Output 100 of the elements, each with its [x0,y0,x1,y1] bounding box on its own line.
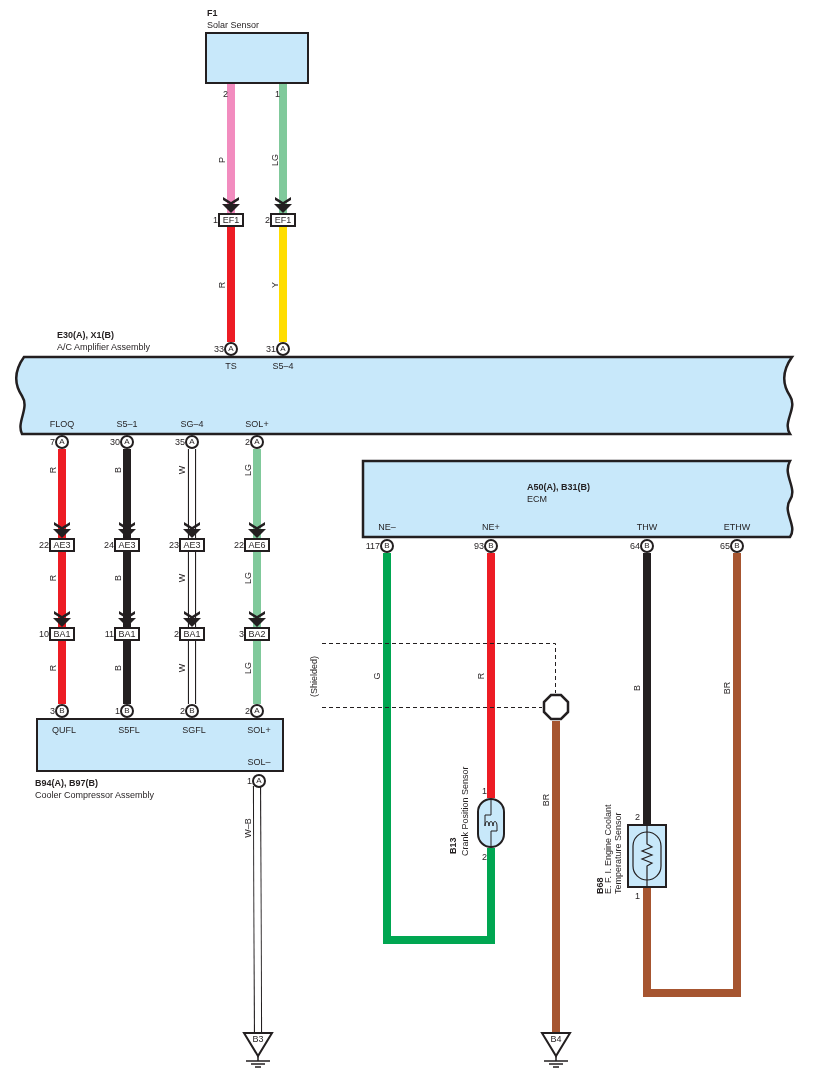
pin-number: 2 [223,89,228,99]
connector-letter: A [189,437,195,447]
connector-letter: A [254,706,260,716]
wire-color-code: G [372,672,382,680]
wire-color-code: R [48,574,58,582]
wire [487,553,495,798]
pin-number: 22 [234,540,244,550]
pin-number: 11 [104,629,114,639]
wire-color-code: R [48,466,58,474]
wire [123,641,131,704]
pin-name: QUFL [52,725,76,735]
component-name: Crank Position Sensor [460,766,470,856]
pin-name: NE– [378,522,396,532]
wire-color-code: B [113,575,123,581]
component-name: A/C Amplifier Assembly [57,342,151,352]
pin-number: 2 [180,706,185,716]
component-name: Solar Sensor [207,20,260,30]
pin-name: NE+ [482,522,500,532]
wire [252,785,263,1033]
pin-name: SGFL [182,725,206,735]
connector-code: BA2 [248,629,266,639]
wire [187,640,197,705]
component-code: B13 [448,837,458,854]
connector-code: BA1 [118,629,136,639]
wire-color-code: LG [243,662,253,674]
wire [279,227,287,342]
wire [643,553,741,997]
wire-color-code: B [113,467,123,473]
connector-code: AE3 [183,540,201,550]
wire [274,84,292,213]
connector-code: AE6 [248,540,266,550]
connector-letter: B [488,541,494,551]
component-name: Cooler Compressor Assembly [35,790,155,800]
pin-number: 1 [247,776,252,786]
pin-number: 117 [365,541,380,551]
ground-symbol [243,1032,273,1057]
pin-name: SG–4 [180,419,204,429]
connector-letter: A [280,344,286,354]
wire [53,449,71,538]
connector-letter: A [228,344,234,354]
wire-color-code: R [476,672,486,680]
connector-code: EF1 [274,215,292,225]
pin-number: 2 [635,812,640,822]
wire-color-code: LG [243,572,253,584]
wire [643,553,651,824]
wire-color-code: Y [270,282,280,288]
pin-name: THW [636,522,658,532]
pin-number: 7 [50,437,55,447]
pin-name: SOL– [247,757,271,767]
pin-number: 3 [239,629,244,639]
wire-color-code: W [177,663,187,673]
pin-number: 30 [110,437,120,447]
pin-name: ETHW [723,522,751,532]
pin-number: 93 [474,541,484,551]
wire-color-code: B [632,685,642,691]
wire [248,552,266,627]
pin-number: 1 [213,215,218,225]
pin-name: S5–1 [116,419,138,429]
connector-letter: A [256,776,262,786]
wire-color-code: R [48,664,58,672]
shield-ground-joint [542,693,570,721]
wire [227,227,235,342]
component-code: B68 [595,877,605,894]
pin-number: 1 [482,786,487,796]
wire [118,449,136,538]
pin-number: 2 [265,215,270,225]
wire-color-code: W [177,465,187,475]
wire-color-code: BR [541,793,551,807]
connector-letter: B [384,541,390,551]
pin-name: FLOQ [49,419,75,429]
wire-color-code: R [217,281,227,289]
wire-color-code: BR [722,681,732,695]
connector-letter: B [644,541,650,551]
wire [253,641,261,704]
pin-number: 1 [275,89,280,99]
component-name: E. F. I. Engine Coolant Temperature Sensor [603,803,623,894]
wire-color-code: P [217,157,227,163]
wire [58,641,66,704]
connector-code: BA1 [183,629,201,639]
pin-number: 2 [245,706,250,716]
connector-letter: A [124,437,130,447]
component-name: ECM [527,494,547,504]
pin-number: 33 [214,344,224,354]
connector-letter: B [734,541,740,551]
shield-label: (Shielded) [309,655,319,697]
pin-number: 64 [630,541,640,551]
pin-number: 24 [104,540,114,550]
wire-color-code: W–B [243,818,253,838]
wire-color-code: LG [243,464,253,476]
connector-code: AE3 [118,540,136,550]
pin-number: 2 [482,852,487,862]
pin-number: 23 [169,540,179,550]
connector-letter: A [254,437,260,447]
wire [222,84,240,213]
pin-number: 22 [39,540,49,550]
pin-name: SOL+ [247,725,271,735]
pin-number: 35 [175,437,185,447]
pin-number: 2 [174,629,179,639]
pin-name: SOL+ [245,419,269,429]
pin-number: 2 [245,437,250,447]
